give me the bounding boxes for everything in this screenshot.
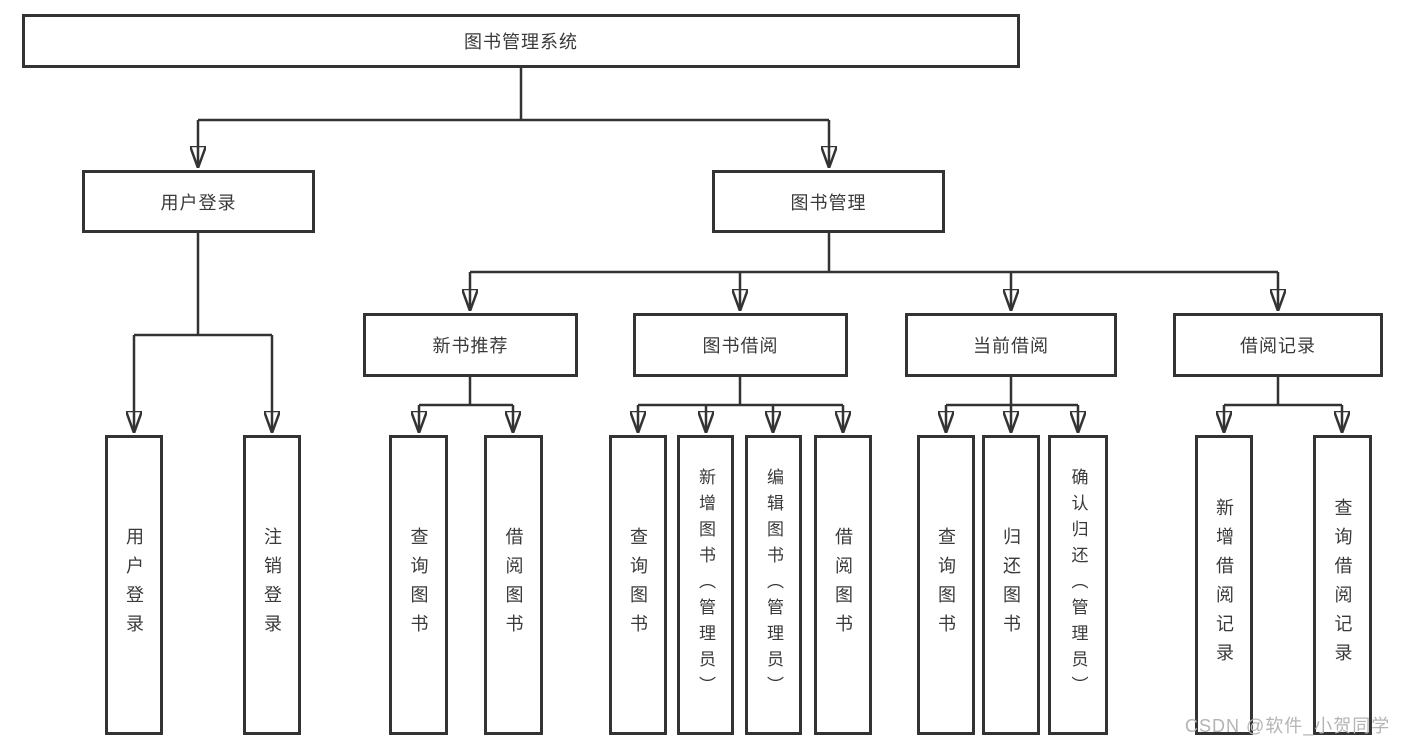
leaf-add-books-admin: 新增图书（管理员） — [677, 435, 734, 735]
leaf-borrow-books-1: 借阅图书 — [484, 435, 543, 735]
leaf-user-login: 用户登录 — [105, 435, 163, 735]
node-user-login: 用户登录 — [82, 170, 315, 233]
leaf-query-books-1: 查询图书 — [389, 435, 448, 735]
node-new-book-recommend: 新书推荐 — [363, 313, 578, 377]
connector-current-borrowing-to-leaves — [946, 377, 1078, 432]
connector-book-management-to-level3 — [470, 233, 1278, 310]
connector-book-borrowing-to-leaves — [638, 377, 843, 432]
connector-borrowing-records-to-leaves — [1224, 377, 1342, 432]
leaf-return-books: 归还图书 — [982, 435, 1040, 735]
node-borrowing-records: 借阅记录 — [1173, 313, 1383, 377]
leaf-edit-books-admin: 编辑图书（管理员） — [745, 435, 802, 735]
leaf-logout: 注销登录 — [243, 435, 301, 735]
leaf-query-books-2: 查询图书 — [609, 435, 667, 735]
leaf-confirm-return-admin: 确认归还（管理员） — [1048, 435, 1108, 735]
leaf-query-books-3: 查询图书 — [917, 435, 975, 735]
node-book-management: 图书管理 — [712, 170, 945, 233]
connector-new-book-recommend-to-leaves — [419, 377, 513, 432]
connector-root-to-level2 — [198, 68, 829, 167]
node-root: 图书管理系统 — [22, 14, 1020, 68]
node-current-borrowing: 当前借阅 — [905, 313, 1117, 377]
watermark: CSDN @软件_小贺同学 — [1185, 716, 1391, 736]
leaf-add-borrow-record: 新增借阅记录 — [1195, 435, 1253, 735]
leaf-borrow-books-2: 借阅图书 — [814, 435, 872, 735]
connector-user-login-to-leaves — [134, 233, 272, 432]
leaf-query-borrow-record: 查询借阅记录 — [1313, 435, 1372, 735]
node-book-borrowing: 图书借阅 — [633, 313, 848, 377]
